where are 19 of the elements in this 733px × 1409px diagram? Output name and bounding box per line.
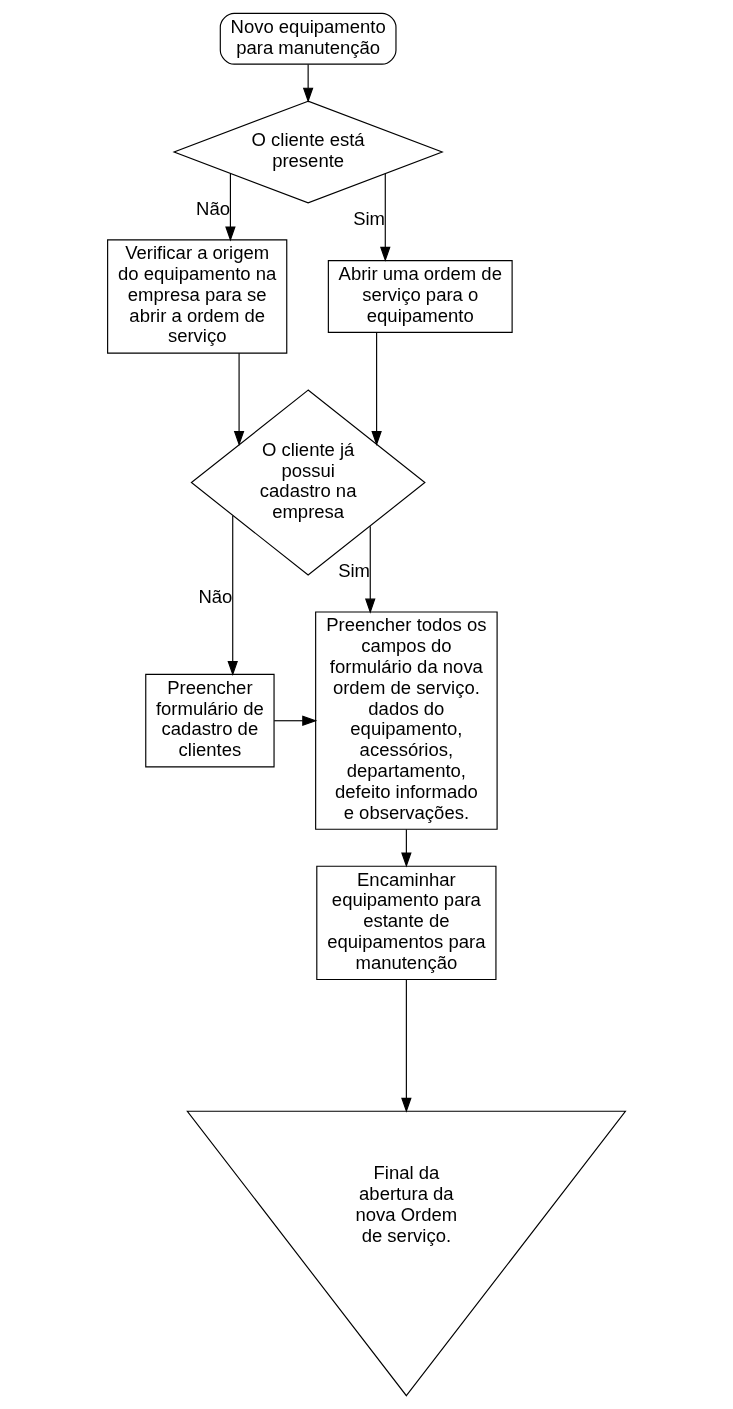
arrow [380,173,391,262]
arrow [371,331,382,446]
edge-label: Sim [338,560,370,582]
node-box: Preencher todos os campos do formulário da nova ordem de serviço. dados do equipamento, acessórios, departamento, defeito informado e observações. [315,611,498,830]
arrow [273,715,318,726]
node-box: Encaminhar equipamento para estante de equipamentos para manutenção [316,865,497,981]
arrow [227,515,238,677]
arrow [302,63,314,103]
arrow [401,978,412,1113]
edge-label: Não [198,586,233,608]
arrow [225,173,236,242]
arrow [233,352,245,447]
arrow [365,525,376,614]
node-box: Verificar a origem do equipamento na empresa para se abrir a ordem de serviço [107,239,288,354]
arrow [401,828,412,868]
node-box: Preencher formulário de cadastro de clientes [145,673,275,768]
edge-label: Sim [353,208,386,230]
node-box: Novo equipamento para manutenção [219,12,397,65]
node-box: Abrir uma ordem de serviço para o equipamento [327,260,513,333]
